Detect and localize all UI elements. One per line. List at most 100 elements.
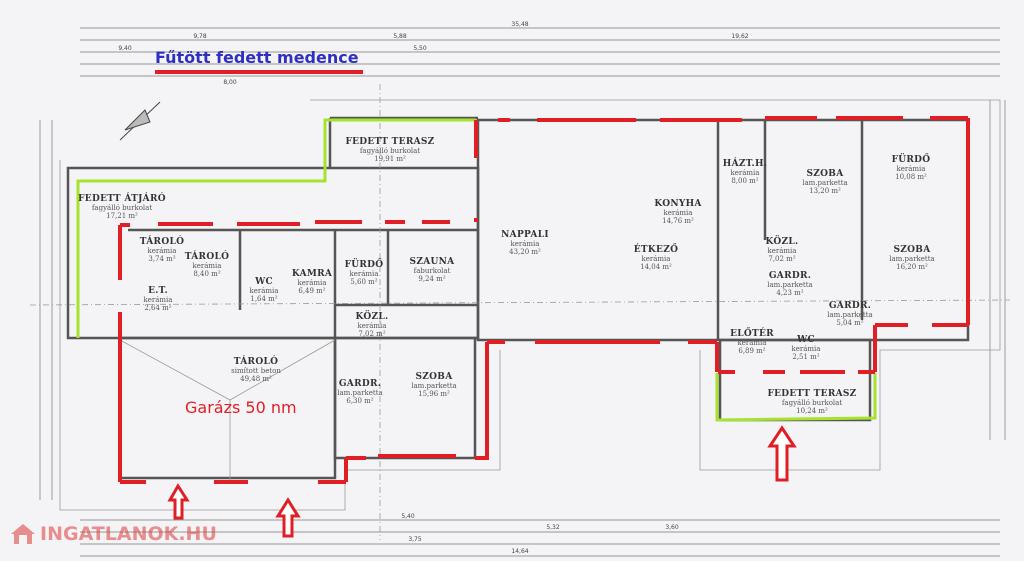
entrance-arrow-icon	[767, 425, 797, 482]
room-name: FÜRDŐ	[891, 154, 931, 165]
room-name: TÁROLÓ	[184, 251, 230, 262]
room-area: 10,24 m²	[796, 407, 828, 416]
room-material: kerámia	[510, 240, 540, 249]
room-material: kerámia	[896, 165, 926, 174]
room-name: WC	[797, 334, 815, 345]
room-name: E.T.	[148, 285, 168, 296]
dimension-label: 9,78	[193, 33, 207, 40]
dimension-label: 19,62	[731, 33, 749, 40]
room-name: ELŐTÉR	[730, 328, 774, 339]
room-material: kerámia	[357, 322, 387, 331]
room-area: 1,64 m²	[250, 295, 278, 304]
dimension-lines	[39, 27, 1006, 557]
dimension-label: 3,75	[408, 536, 422, 543]
room-name: TÁROLÓ	[139, 236, 185, 247]
dimension-label: 5,40	[401, 513, 415, 520]
room-name: GARDR.	[338, 378, 382, 389]
dimension-label: 5,32	[546, 524, 560, 531]
dimension-label: 14,64	[511, 548, 529, 555]
room-name: KÖZL.	[765, 236, 799, 247]
room-area: 8,00 m²	[731, 177, 759, 186]
watermark-text: INGATLANOK.HU	[40, 523, 217, 545]
room-area: 4,23 m²	[776, 289, 804, 298]
room-name: SZOBA	[415, 371, 453, 382]
terrace-outline	[76, 118, 877, 422]
room-material: lam.parketta	[411, 382, 457, 391]
room-area: 2,64 m²	[144, 304, 172, 313]
dimension-label: 35,48	[511, 21, 529, 28]
room-area: 5,60 m²	[350, 278, 378, 287]
room-name: GARDR.	[768, 270, 812, 281]
room-area: 7,02 m²	[768, 255, 796, 264]
entrance-arrow-icon	[275, 497, 301, 538]
room-material: kerámia	[349, 270, 379, 279]
dimension-label: 3,60	[665, 524, 679, 531]
house-icon	[11, 524, 35, 544]
watermark: INGATLANOK.HU	[10, 523, 217, 545]
room-name: ÉTKEZŐ	[633, 244, 679, 255]
room-area: 5,04 m²	[836, 319, 864, 328]
room-material: kerámia	[143, 296, 173, 305]
pool-annotation: Fűtött fedett medence	[155, 48, 359, 67]
room-material: fagyálló burkolat	[359, 147, 421, 156]
room-area: 6,30 m²	[346, 397, 374, 406]
room-material: kerámia	[767, 247, 797, 256]
room-name: KONYHA	[654, 198, 702, 209]
room-material: kerámia	[192, 262, 222, 271]
room-name: GARDR.	[828, 300, 872, 311]
room-area: 8,40 m²	[193, 270, 221, 279]
room-area: 3,74 m²	[148, 255, 176, 264]
room-material: fagyálló burkolat	[781, 399, 843, 408]
room-area: 16,20 m²	[896, 263, 928, 272]
room-area: 9,24 m²	[418, 275, 446, 284]
room-area: 10,08 m²	[895, 173, 927, 182]
room-material: fagyálló burkolat	[91, 204, 153, 213]
room-material: simított beton	[231, 367, 281, 376]
room-name: WC	[255, 276, 273, 287]
room-name: KAMRA	[291, 268, 333, 279]
room-material: kerámia	[147, 247, 177, 256]
roof-lines	[29, 84, 1011, 540]
room-name: HÁZT.H.	[722, 158, 768, 169]
room-area: 7,02 m²	[358, 330, 386, 339]
room-material: lam.parketta	[802, 179, 848, 188]
highlight-walls	[118, 70, 970, 484]
entrance-arrow-icons	[167, 425, 797, 538]
room-name: SZOBA	[806, 168, 844, 179]
room-area: 6,49 m²	[298, 287, 326, 296]
dimension-label: 9,40	[118, 45, 132, 52]
room-material: faburkolat	[413, 267, 451, 276]
room-name: KÖZL.	[355, 311, 389, 322]
room-material: kerámia	[249, 287, 279, 296]
north-arrow-icon	[119, 101, 161, 141]
room-name: SZAUNA	[409, 256, 455, 267]
entrance-arrow-icon	[167, 483, 190, 520]
room-area: 49,48 m²	[240, 375, 272, 384]
room-area: 19,91 m²	[374, 155, 406, 164]
room-name: NAPPALI	[501, 229, 549, 240]
